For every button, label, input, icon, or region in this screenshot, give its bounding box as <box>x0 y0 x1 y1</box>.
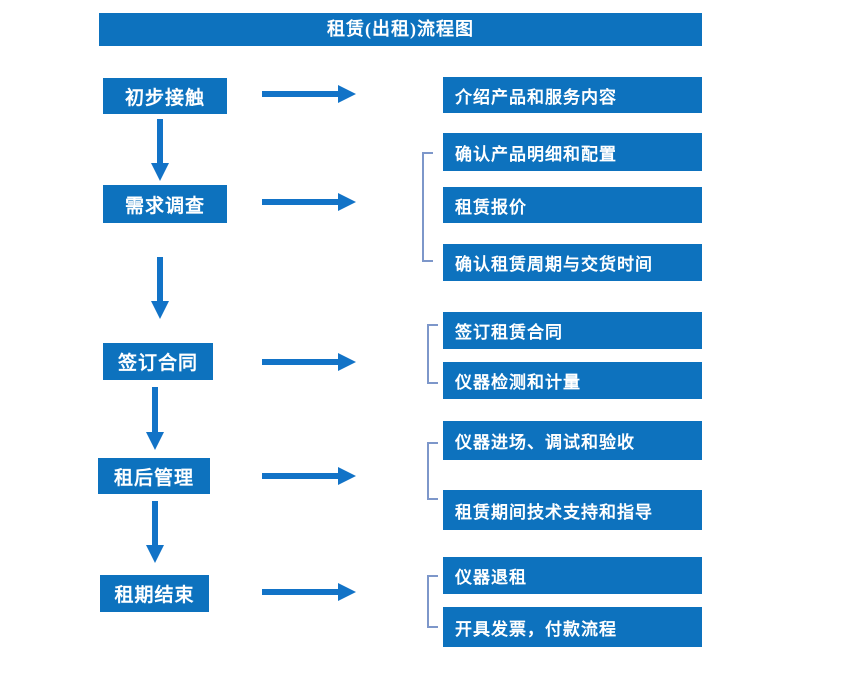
output-box-sign-rental-contract: 签订租赁合同 <box>443 312 702 349</box>
step-box-post-rental-management: 租后管理 <box>98 458 210 494</box>
arrow-down-icon <box>151 257 169 319</box>
step-box-sign-contract: 签订合同 <box>103 343 213 380</box>
arrow-right-icon <box>262 193 356 211</box>
output-box-confirm-product-details: 确认产品明细和配置 <box>443 133 702 171</box>
arrow-right-icon <box>262 353 356 371</box>
group-bracket-demand-survey <box>422 152 433 262</box>
arrow-right-icon <box>262 583 356 601</box>
group-bracket-post-rental <box>427 442 438 500</box>
step-box-demand-survey: 需求调查 <box>103 185 227 223</box>
output-box-invoice-payment: 开具发票，付款流程 <box>443 607 702 647</box>
step-box-initial-contact: 初步接触 <box>103 78 227 114</box>
arrow-right-icon <box>262 85 356 103</box>
output-box-technical-support: 租赁期间技术支持和指导 <box>443 490 702 530</box>
arrow-down-icon <box>151 119 169 181</box>
group-bracket-sign-contract <box>427 324 438 384</box>
output-box-rental-quote: 租赁报价 <box>443 187 702 223</box>
group-bracket-rental-end <box>427 575 438 628</box>
output-box-instrument-return: 仪器退租 <box>443 557 702 594</box>
step-box-rental-end: 租期结束 <box>100 575 209 612</box>
arrow-right-icon <box>262 467 356 485</box>
output-box-instrument-inspection: 仪器检测和计量 <box>443 362 702 399</box>
output-box-introduce-products: 介绍产品和服务内容 <box>443 77 702 113</box>
flowchart-title: 租赁(出租)流程图 <box>99 13 702 46</box>
output-box-instrument-entry-acceptance: 仪器进场、调试和验收 <box>443 421 702 460</box>
output-box-confirm-period-delivery: 确认租赁周期与交货时间 <box>443 244 702 281</box>
arrow-down-icon <box>146 501 164 563</box>
arrow-down-icon <box>146 387 164 450</box>
